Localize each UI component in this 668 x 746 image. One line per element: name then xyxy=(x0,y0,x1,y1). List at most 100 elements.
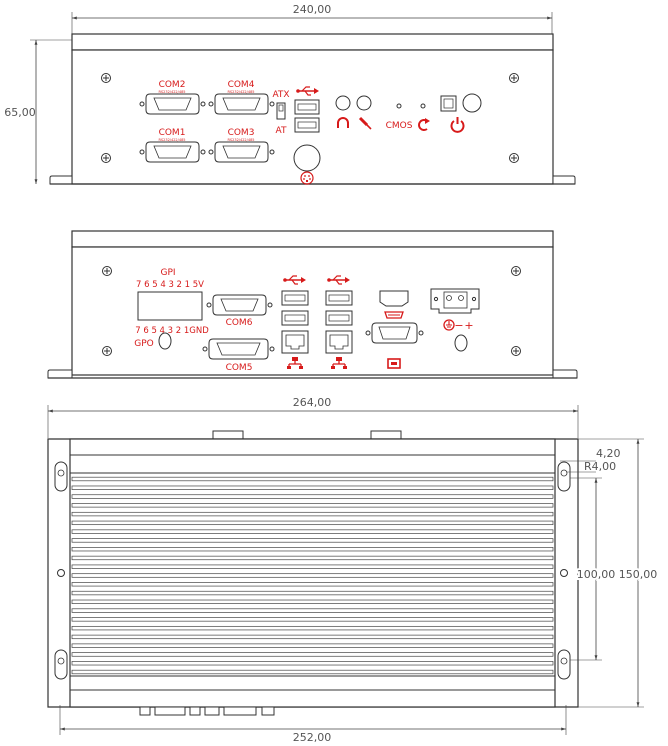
power-plus-label: + xyxy=(464,319,473,332)
cmos-label: CMOS xyxy=(386,121,413,131)
atx-label: ATX xyxy=(272,90,289,100)
outer-width-label: 264,00 xyxy=(293,396,332,409)
microphone-icon xyxy=(358,116,372,130)
ground-icon xyxy=(443,319,455,331)
usb-port xyxy=(281,310,309,326)
com2-port xyxy=(139,93,206,115)
com5-port xyxy=(202,338,275,360)
gpi-label: GPI xyxy=(160,268,175,278)
gpi-pin-labels: 7 6 5 4 3 2 1 5V xyxy=(136,280,204,290)
mounting-slot xyxy=(557,649,571,680)
bottom-connectors xyxy=(139,706,275,716)
usb-port xyxy=(325,310,353,326)
mounting-slot xyxy=(54,649,68,680)
com1-label: COM1 xyxy=(159,128,186,138)
rear-view: GPI 7 6 5 4 3 2 1 5V 7 6 5 4 3 2 1GND GP… xyxy=(47,230,578,379)
antenna-hole xyxy=(158,332,172,350)
com4-sublabel: RS232/422/485 xyxy=(227,90,254,94)
power-led xyxy=(462,93,482,113)
panel-screw xyxy=(511,346,521,356)
panel-screw xyxy=(509,73,519,83)
panel-screw xyxy=(102,266,112,276)
gpo-label: GPO xyxy=(134,339,154,349)
heatsink-fin xyxy=(71,625,554,631)
panel-screw xyxy=(509,153,519,163)
antenna-hole xyxy=(454,334,468,352)
gpio-terminal-block xyxy=(137,291,203,321)
reset-icon xyxy=(418,118,430,131)
mic-in-jack xyxy=(356,95,372,111)
at-label: AT xyxy=(276,126,287,136)
com1-port xyxy=(139,141,206,163)
height-dimension-label: 65,00 xyxy=(4,106,36,119)
rear-top-rail xyxy=(71,230,554,248)
heatsink-fin xyxy=(71,485,554,490)
lan-icon xyxy=(331,357,347,369)
usb-port xyxy=(281,290,309,306)
com1-sublabel: RS232/422/485 xyxy=(158,138,185,142)
heatsink-fin xyxy=(71,494,554,499)
com2-sublabel: RS232/422/485 xyxy=(158,90,185,94)
top-view: 264,00 xyxy=(47,396,659,744)
usb-icon xyxy=(283,275,306,285)
mounting-slot xyxy=(557,461,571,492)
width-dimension-label: 240,00 xyxy=(293,3,332,16)
heatsink-fin xyxy=(71,555,554,561)
monitor-icon xyxy=(387,358,401,369)
atx-at-switch xyxy=(276,102,286,120)
hdmi-icon xyxy=(384,311,404,319)
usb-port xyxy=(294,117,320,133)
panel-screw xyxy=(102,346,112,356)
heatsink-fin xyxy=(71,652,554,657)
heatsink-fin xyxy=(71,617,554,622)
audio-out-jack xyxy=(335,95,351,111)
heatsink-fin xyxy=(71,661,554,666)
lan-port xyxy=(281,330,309,354)
heatsink-fin xyxy=(71,511,554,517)
offset-dimension-label: 4,20 xyxy=(596,447,621,460)
com4-label: COM4 xyxy=(228,80,255,90)
mounting-hole xyxy=(560,569,568,577)
heatsink-fin xyxy=(71,599,554,604)
heatsink-fin xyxy=(71,520,554,526)
rear-panel xyxy=(71,246,554,376)
panel-screw xyxy=(101,73,111,83)
outer-depth-label: 150,00 xyxy=(619,568,658,581)
heatsink-fin xyxy=(71,669,554,675)
heatsink-fin xyxy=(71,529,554,534)
power-icon xyxy=(450,117,465,133)
headphone-icon xyxy=(337,117,349,128)
reset-button xyxy=(420,103,426,109)
mounting-hole xyxy=(57,569,65,577)
heatsink-fin xyxy=(71,503,554,508)
com2-label: COM2 xyxy=(159,80,186,90)
panel-screw xyxy=(511,266,521,276)
lan-port xyxy=(325,330,353,354)
cmos-button xyxy=(396,103,402,109)
lan-icon xyxy=(287,357,303,369)
com6-label: COM6 xyxy=(226,318,253,328)
heatsink-fins xyxy=(71,476,554,675)
heatsink-fin xyxy=(71,564,554,569)
heatsink-fin xyxy=(71,643,554,648)
vga-port xyxy=(365,322,424,344)
com3-port xyxy=(208,141,275,163)
heatsink-fin xyxy=(71,590,554,596)
com5-label: COM5 xyxy=(226,363,253,373)
keyboard-mouse-icon xyxy=(300,171,314,185)
front-view: 240,00 65,00 COM2 RS232/422/485 COM4 RS2… xyxy=(4,3,576,185)
dc-power-connector xyxy=(430,288,480,314)
usb-icon xyxy=(327,275,350,285)
panel-screw xyxy=(101,153,111,163)
power-switch xyxy=(440,95,457,112)
usb-icon xyxy=(296,86,319,96)
heatsink-fin xyxy=(71,476,554,482)
hdmi-port xyxy=(379,290,409,307)
heatsink-fin xyxy=(71,634,554,640)
heatsink-fin xyxy=(71,608,554,613)
heatsink-fin xyxy=(71,547,554,552)
inner-depth-label: 100,00 xyxy=(577,568,616,581)
inner-width-label: 252,00 xyxy=(293,731,332,744)
heatsink-fin xyxy=(71,582,554,587)
